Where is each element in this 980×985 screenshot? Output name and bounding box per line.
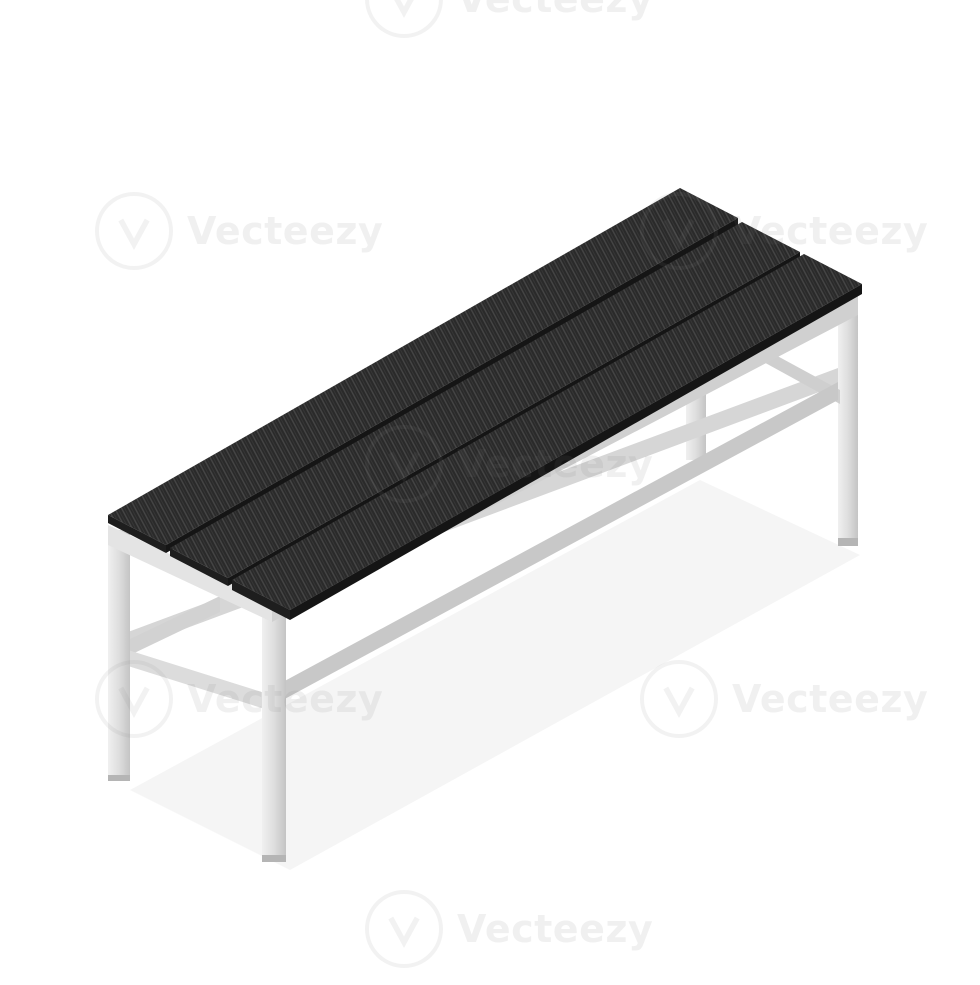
right-foot [838,538,858,546]
top-front-rail [108,525,272,622]
seat-slat-back [108,188,738,545]
seat-slats [108,188,862,620]
seat-slat-front [232,254,862,610]
front-middle-leg [262,610,286,860]
seat-slat-middle [170,222,800,578]
front-lower-rail [268,382,838,708]
back-right-leg [838,300,858,545]
left-lower-rail-front [128,650,268,710]
front-middle-foot [262,855,286,862]
front-left-foot [108,775,130,781]
left-lower-rail-back [128,596,220,656]
front-left-leg [108,530,130,780]
right-lower-rail [760,352,840,404]
floor-shadow [130,480,860,870]
